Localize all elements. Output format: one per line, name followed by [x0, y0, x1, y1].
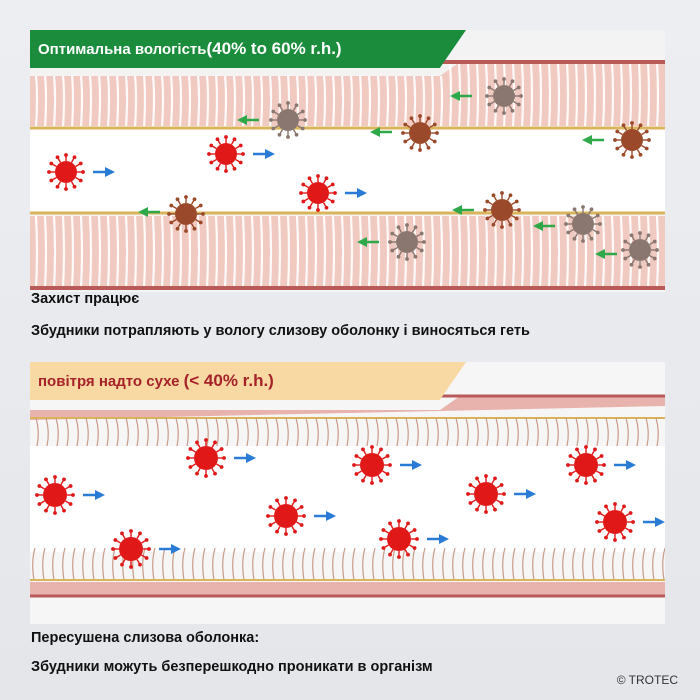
blue-arrow-right-icon — [643, 517, 665, 527]
optimal-humidity-panel — [30, 30, 665, 292]
green-arrow-left-icon — [357, 237, 379, 247]
inactive-virus-icon — [388, 223, 426, 261]
red-virus-icon — [299, 174, 337, 212]
dried-lower-wall — [30, 582, 665, 596]
dried-mucosa-text: Збудники можуть безперешкодно проникати … — [31, 659, 433, 675]
dry-air-label: повітря надто сухе — [38, 372, 180, 390]
blue-arrow-right-icon — [159, 544, 181, 554]
green-arrow-left-icon — [138, 207, 160, 217]
red-virus-icon — [352, 445, 392, 485]
dried-upper-wall — [30, 396, 665, 420]
optimal-humidity-label: Оптимальна вологість — [38, 40, 207, 58]
red-virus-icon — [111, 529, 151, 569]
blue-arrow-right-icon — [400, 460, 422, 470]
dry-air-panel — [30, 362, 665, 624]
red-virus-icon — [566, 445, 606, 485]
green-arrow-left-icon — [582, 135, 604, 145]
green-arrow-left-icon — [370, 127, 392, 137]
green-arrow-left-icon — [533, 221, 555, 231]
trapped-virus-icon — [613, 121, 651, 159]
dried-upper-cilia — [35, 417, 659, 447]
dry-air-diagram — [30, 394, 665, 598]
lower-mucosa-wall — [30, 215, 665, 289]
upper-mucosa-wall — [30, 61, 665, 129]
dry-air-range: (< 40% r.h.) — [183, 371, 274, 390]
red-virus-icon — [379, 519, 419, 559]
inactive-virus-icon — [564, 205, 602, 243]
copyright-trotec: © TROTEC — [616, 673, 678, 687]
dry-air-banner: повітря надто сухе (< 40% r.h.) — [30, 362, 466, 400]
blue-arrow-right-icon — [83, 490, 105, 500]
trapped-virus-icon — [167, 195, 205, 233]
blue-arrow-right-icon — [427, 534, 449, 544]
blue-arrow-right-icon — [314, 511, 336, 521]
inactive-virus-icon — [485, 77, 523, 115]
blue-arrow-right-icon — [234, 453, 256, 463]
blue-arrow-right-icon — [93, 167, 115, 177]
optimal-humidity-diagram — [30, 60, 665, 290]
green-arrow-left-icon — [450, 91, 472, 101]
red-virus-icon — [466, 474, 506, 514]
inactive-virus-icon — [269, 101, 307, 139]
dried-lower-cilia — [32, 547, 665, 581]
airway-lumen — [30, 132, 665, 212]
trapped-virus-icon — [483, 191, 521, 229]
blue-arrow-right-icon — [614, 460, 636, 470]
red-virus-icon — [35, 475, 75, 515]
dried-mucosa-title: Пересушена слизова оболонка: — [31, 630, 260, 646]
protection-works-title: Захист працює — [31, 291, 140, 307]
green-arrow-left-icon — [595, 249, 617, 259]
red-virus-icon — [266, 496, 306, 536]
red-virus-icon — [207, 135, 245, 173]
trapped-virus-icon — [401, 114, 439, 152]
blue-arrow-right-icon — [253, 149, 275, 159]
red-virus-icon — [186, 438, 226, 478]
dry-airway-lumen — [30, 446, 665, 552]
protection-works-text: Збудники потрапляють у вологу слизову об… — [31, 323, 530, 339]
optimal-humidity-banner: Оптимальна вологість(40% to 60% r.h.) — [30, 30, 466, 68]
red-virus-icon — [595, 502, 635, 542]
blue-arrow-right-icon — [345, 188, 367, 198]
optimal-humidity-range: (40% to 60% r.h.) — [206, 39, 342, 58]
green-arrow-left-icon — [452, 205, 474, 215]
blue-arrow-right-icon — [514, 489, 536, 499]
inactive-virus-icon — [621, 231, 659, 269]
red-virus-icon — [47, 153, 85, 191]
green-arrow-left-icon — [237, 115, 259, 125]
